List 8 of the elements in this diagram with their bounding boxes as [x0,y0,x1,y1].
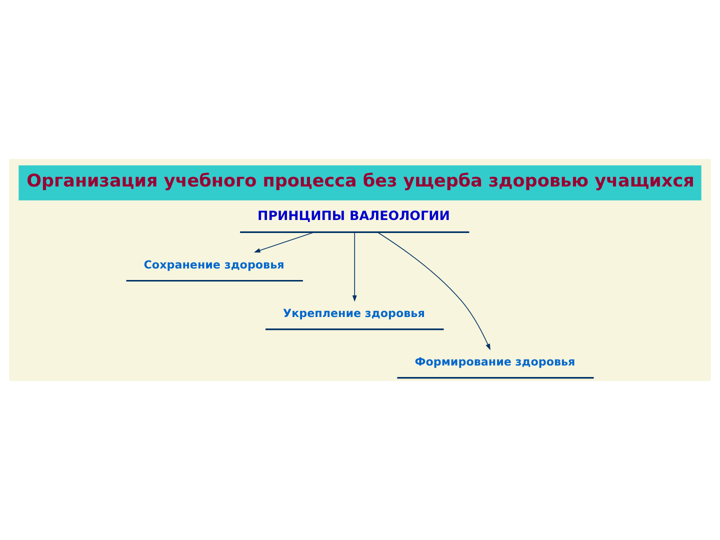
arrow [352,232,357,302]
node-text: Укрепление здоровья [283,307,425,320]
node-text: ПРИНЦИПЫ ВАЛЕОЛОГИИ [258,209,450,224]
node-text: Формирование здоровья [414,356,576,369]
node-text: Сохранение здоровья [144,258,284,272]
arrow [377,232,490,350]
arrow [254,232,315,253]
diagram-title: Организация учебного процесса без ущерба здоровью учащихся [26,172,694,192]
